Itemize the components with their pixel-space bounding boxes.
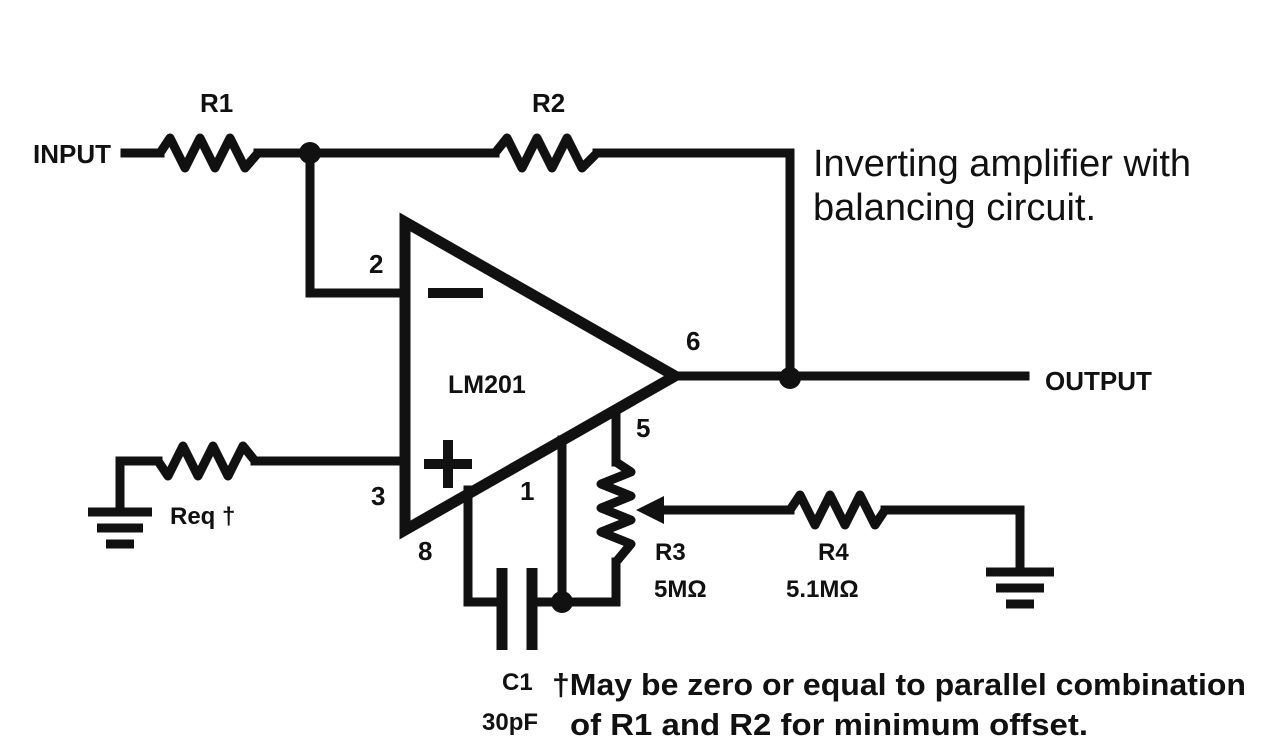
pin3-label: 3: [371, 481, 385, 511]
r4-ground-wire: [880, 505, 1025, 575]
r3-value-label: 5MΩ: [654, 576, 707, 603]
opamp-label: LM201: [448, 371, 526, 399]
input-label: INPUT: [33, 139, 111, 169]
footnote-line-2: of R1 and R2 for minimum offset.: [570, 707, 1088, 742]
r1-label: R1: [200, 88, 233, 118]
resistor-r1: [156, 133, 262, 173]
pin8-wire: [463, 485, 505, 607]
plus-sign: [424, 440, 472, 488]
c1-label: C1: [502, 669, 533, 696]
resistor-r4: [786, 490, 889, 530]
resistor-r3: [596, 458, 636, 565]
pin6-label: 6: [686, 326, 700, 356]
output-label: OUTPUT: [1045, 366, 1152, 396]
caption-line-1: Inverting amplifier with: [813, 143, 1191, 185]
resistor-r2: [491, 133, 601, 173]
footnote-line-1: †May be zero or equal to parallel combin…: [552, 667, 1246, 702]
caption-line-2: balancing circuit.: [813, 187, 1096, 229]
r4-label: R4: [818, 539, 849, 566]
pin2-label: 2: [369, 249, 383, 279]
r3-bottom-wire: [557, 557, 621, 607]
r4-value-label: 5.1MΩ: [786, 576, 859, 603]
pin5-label: 5: [636, 413, 650, 443]
inverting-input-wire: [305, 148, 410, 298]
junction-node-output: [779, 367, 801, 389]
pin1-label: 1: [520, 476, 534, 506]
r2-label: R2: [532, 88, 565, 118]
c1-value-label: 30pF: [482, 709, 538, 736]
req-label: Req †: [170, 503, 235, 530]
wiper-arrow-icon: [636, 496, 664, 524]
ground-icon-left: [88, 507, 152, 549]
ground-icon-right: [986, 567, 1054, 609]
pin8-label: 8: [418, 536, 432, 566]
req-ground-wire: [115, 456, 163, 515]
feedback-wire-right: [592, 148, 795, 383]
r3-label: R3: [655, 539, 686, 566]
opamp-triangle: [399, 212, 687, 540]
resistor-req: [154, 441, 259, 481]
